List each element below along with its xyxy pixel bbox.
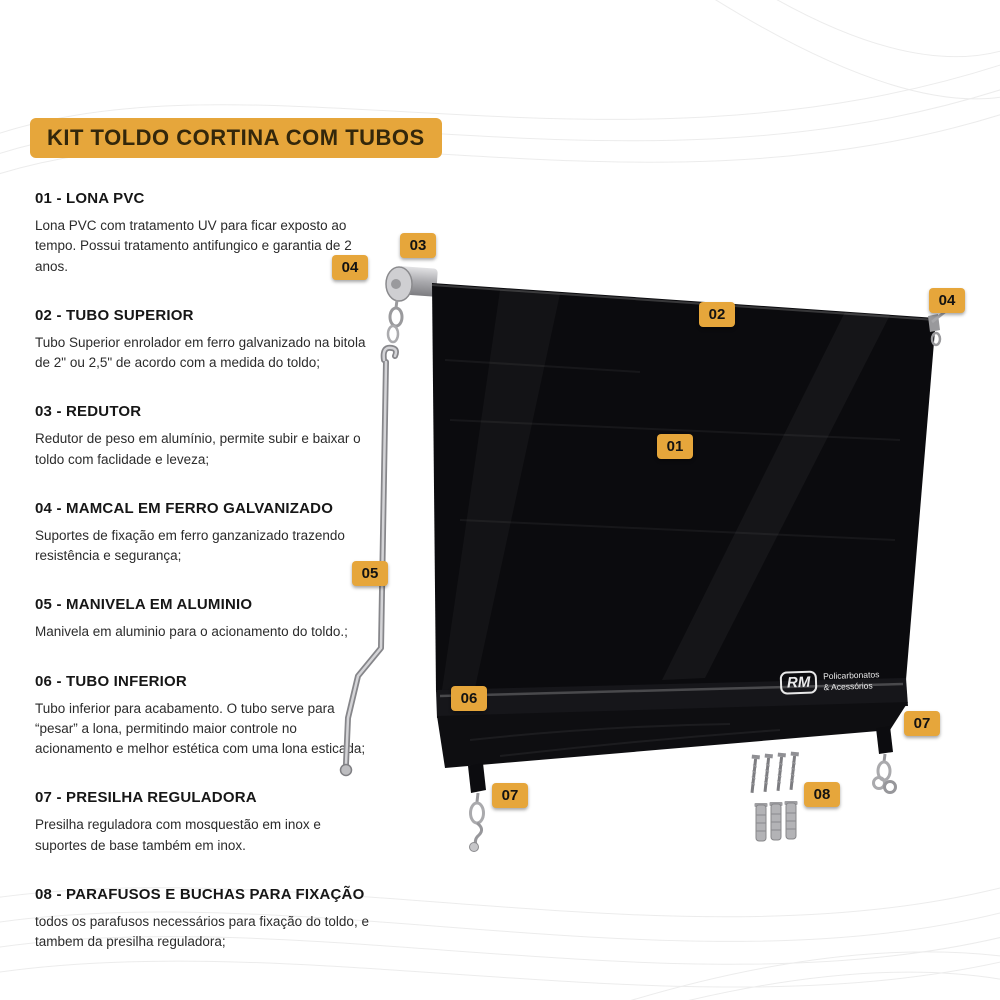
screws-and-anchors xyxy=(750,751,799,842)
part-section-01: 01 - LONA PVC Lona PVC com tratamento UV… xyxy=(35,190,369,277)
tarp-canvas xyxy=(431,283,937,692)
badge-04-left: 04 xyxy=(332,255,368,280)
brand-text: Policarbonatos & Acessórios xyxy=(823,669,880,692)
brand-line2: & Acessórios xyxy=(823,680,873,692)
part-section-04: 04 - MAMCAL EM FERRO GALVANIZADO Suporte… xyxy=(35,500,369,567)
right-strap-hook xyxy=(872,726,897,794)
crank-rod xyxy=(339,344,399,777)
badge-05: 05 xyxy=(352,561,388,586)
page-title: KIT TOLDO CORTINA COM TUBOS xyxy=(30,118,442,158)
badge-06: 06 xyxy=(451,686,487,711)
badge-03: 03 xyxy=(400,233,436,258)
badge-02: 02 xyxy=(699,302,735,327)
part-section-06: 06 - TUBO INFERIOR Tubo inferior para ac… xyxy=(35,673,369,760)
badge-07-left: 07 xyxy=(492,783,528,808)
badge-01: 01 xyxy=(657,434,693,459)
badge-04-right: 04 xyxy=(929,288,965,313)
part-heading-05: 05 - MANIVELA EM ALUMINIO xyxy=(35,596,253,614)
part-description-02: Tubo Superior enrolador em ferro galvani… xyxy=(35,334,366,370)
roller-tube-end xyxy=(385,266,438,344)
part-description-04: Suportes de fixação em ferro ganzanizado… xyxy=(35,527,345,563)
badge-08: 08 xyxy=(804,782,840,807)
part-heading-08: 08 - PARAFUSOS E BUCHAS PARA FIXAÇÃO xyxy=(35,885,365,903)
part-section-03: 03 - REDUTOR Redutor de peso em alumínio… xyxy=(35,403,369,470)
part-description-05: Manivela em aluminio para o acionamento … xyxy=(35,624,348,640)
part-heading-01: 01 - LONA PVC xyxy=(35,190,145,207)
left-strap-hook xyxy=(468,763,486,852)
part-description-01: Lona PVC com tratamento UV para ficar ex… xyxy=(35,218,352,274)
brand-watermark: RM Policarbonatos & Acessórios xyxy=(779,668,880,695)
badge-07-right: 07 xyxy=(904,711,940,736)
part-section-07: 07 - PRESILHA REGULADORA Presilha regula… xyxy=(35,789,369,856)
part-section-02: 02 - TUBO SUPERIOR Tubo Superior enrolad… xyxy=(35,307,369,374)
part-heading-07: 07 - PRESILHA REGULADORA xyxy=(35,789,257,807)
part-description-06: Tubo inferior para acabamento. O tubo se… xyxy=(35,700,366,757)
part-section-05: 05 - MANIVELA EM ALUMINIO Manivela em al… xyxy=(35,596,369,642)
part-heading-06: 06 - TUBO INFERIOR xyxy=(35,672,187,690)
parts-list: 01 - LONA PVC Lona PVC com tratamento UV… xyxy=(35,190,369,982)
brand-logo: RM xyxy=(779,670,818,695)
part-heading-03: 03 - REDUTOR xyxy=(35,403,142,421)
part-description-08: todos os parafusos necessários para fixa… xyxy=(35,913,369,949)
part-heading-04: 04 - MAMCAL EM FERRO GALVANIZADO xyxy=(35,499,334,517)
bottom-flap xyxy=(437,702,908,768)
part-description-07: Presilha reguladora com mosquestão em in… xyxy=(35,817,321,853)
part-section-08: 08 - PARAFUSOS E BUCHAS PARA FIXAÇÃO tod… xyxy=(35,886,369,953)
part-heading-02: 02 - TUBO SUPERIOR xyxy=(35,306,194,324)
part-description-03: Redutor de peso em alumínio, permite sub… xyxy=(35,431,361,467)
